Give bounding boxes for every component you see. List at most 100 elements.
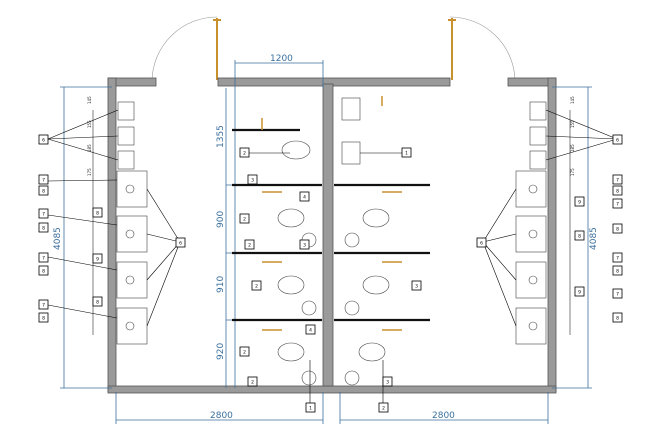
right-tag-b-3: 8: [612, 265, 623, 276]
right-tag-b-2: 8: [612, 223, 623, 234]
right-tag-a-3: 7: [612, 252, 623, 263]
top-width-label: 1200: [270, 54, 293, 64]
tag-labels: 6 7 8 7 8 7 8 7 8 8 9 8 6 6 7 8 7 8 7 8 7 8 9 8 9 6 2 3 2 4 2 3 2 3 2 4 2 3 1 1…: [38, 134, 623, 413]
right-tag-a-1: 7: [612, 174, 623, 185]
svg-text:4: 4: [303, 195, 306, 201]
right-stall-column: [334, 96, 430, 386]
right-tag-a-2: 7: [612, 198, 623, 209]
svg-text:2: 2: [255, 284, 258, 290]
svg-text:9: 9: [578, 290, 581, 296]
left-bottom-width-label: 2800: [210, 411, 233, 421]
svg-text:9: 9: [578, 200, 581, 206]
center-tag-13: 1: [401, 147, 412, 158]
stall-2-label: 900: [216, 211, 226, 228]
left-tag-a-4: 7: [38, 299, 49, 310]
center-tag-10: 4: [305, 324, 316, 335]
right-tag-a-4: 7: [612, 288, 623, 299]
center-tag-8: 3: [411, 280, 422, 291]
svg-text:2: 2: [382, 406, 385, 412]
svg-text:2: 2: [243, 350, 246, 356]
svg-text:2: 2: [243, 217, 246, 223]
right-door-swing-arc: [449, 16, 516, 81]
svg-text:3: 3: [303, 243, 306, 249]
center-tag-1: 2: [239, 147, 250, 158]
left-tag-b-4: 8: [38, 312, 49, 323]
svg-text:7: 7: [42, 212, 45, 218]
center-tag-7: 2: [251, 280, 262, 291]
bottom-left-tag: 1: [305, 402, 316, 413]
center-tag-9: 2: [239, 346, 250, 357]
center-tag-5: 2: [244, 239, 255, 250]
leader-lines: [47, 109, 618, 405]
bottom-right-tag: 2: [378, 402, 389, 413]
svg-text:2: 2: [251, 380, 254, 386]
right-sink-group-tag: 6: [476, 237, 487, 248]
left-main-tag: 6: [38, 134, 49, 145]
left-small-mark-1: 145: [87, 96, 92, 104]
right-door: [448, 18, 513, 84]
svg-text:8: 8: [42, 269, 45, 275]
svg-text:8: 8: [96, 211, 99, 217]
svg-text:7: 7: [616, 292, 619, 298]
right-height-dimension: 4085: [552, 86, 599, 389]
svg-text:8: 8: [42, 189, 45, 195]
stall-4-label: 920: [216, 343, 226, 360]
svg-text:9: 9: [96, 257, 99, 263]
left-height-label: 4085: [53, 227, 63, 250]
left-door-swing-arc: [151, 16, 218, 81]
right-tag-b-4: 8: [612, 312, 623, 323]
svg-text:3: 3: [386, 380, 389, 386]
left-small-mark-2: 155: [87, 120, 92, 128]
top-width-dimension: 1200: [234, 54, 324, 388]
svg-text:3: 3: [415, 284, 418, 290]
right-small-mark-1: 145: [570, 96, 575, 104]
svg-text:6: 6: [480, 241, 483, 247]
center-tag-12: 3: [382, 376, 393, 387]
right-small-tag-3: 9: [574, 286, 585, 297]
svg-text:7: 7: [616, 202, 619, 208]
left-tag-a-2: 7: [38, 208, 49, 219]
left-tag-b-1: 8: [38, 185, 49, 196]
left-tag-b-2: 8: [38, 222, 49, 233]
left-small-tag-3: 8: [92, 296, 103, 307]
svg-text:4: 4: [309, 328, 312, 334]
left-tag-a-1: 7: [38, 174, 49, 185]
right-main-tag: 6: [612, 134, 623, 145]
center-tag-3: 2: [239, 213, 250, 224]
left-small-mark-4: 175: [87, 168, 92, 176]
svg-text:2: 2: [248, 243, 251, 249]
left-wall-fixtures: [92, 101, 148, 345]
svg-text:7: 7: [42, 256, 45, 262]
svg-text:8: 8: [42, 226, 45, 232]
svg-text:7: 7: [616, 178, 619, 184]
right-small-mark-2: 155: [570, 120, 575, 128]
svg-text:8: 8: [616, 227, 619, 233]
svg-text:8: 8: [616, 316, 619, 322]
svg-text:7: 7: [616, 256, 619, 262]
left-height-dimension: 4085: [53, 86, 112, 389]
left-small-mark-3: 185: [87, 144, 92, 152]
center-tag-2: 3: [247, 174, 258, 185]
right-wall-fixtures: [515, 101, 571, 345]
left-tag-b-3: 8: [38, 265, 49, 276]
svg-text:8: 8: [616, 189, 619, 195]
svg-text:8: 8: [616, 269, 619, 275]
right-small-tag-1: 9: [574, 196, 585, 207]
svg-text:1: 1: [309, 406, 312, 412]
building-walls: [107, 77, 557, 394]
left-stall-column: [232, 118, 322, 386]
svg-text:8: 8: [96, 300, 99, 306]
center-tag-6: 3: [299, 239, 310, 250]
left-tag-a-3: 7: [38, 252, 49, 263]
left-door: [154, 18, 221, 84]
right-small-mark-4: 175: [570, 168, 575, 176]
right-height-label: 4085: [589, 227, 599, 250]
right-small-tag-2: 8: [574, 230, 585, 241]
svg-text:3: 3: [251, 178, 254, 184]
svg-text:2: 2: [243, 151, 246, 157]
left-small-tag-1: 8: [92, 207, 103, 218]
svg-text:6: 6: [179, 241, 182, 247]
svg-text:6: 6: [616, 138, 619, 144]
svg-text:6: 6: [42, 138, 45, 144]
